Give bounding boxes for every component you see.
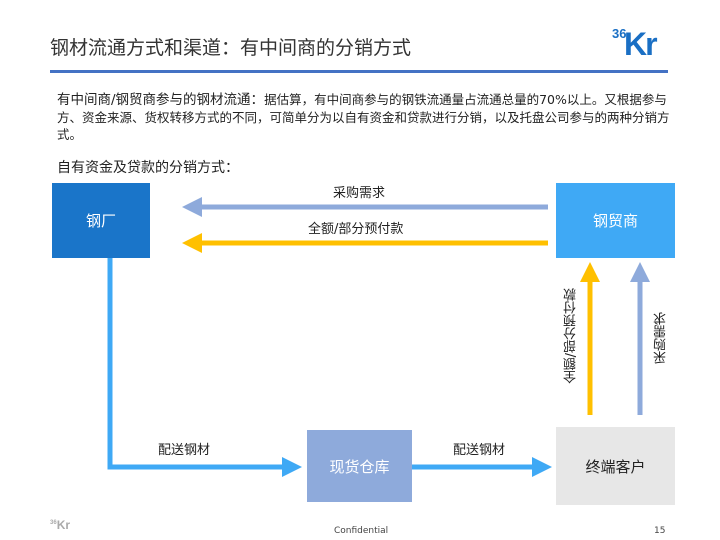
label-purchase-demand-top: 采购需求 (333, 186, 386, 201)
label-prepayment-vertical: 全额/部分预付款 (564, 288, 579, 384)
title-divider (50, 70, 668, 73)
node-end-customer: 终端客户 (556, 427, 675, 505)
node-steel-mill: 钢厂 (52, 183, 150, 258)
label-prepayment-top: 全额/部分预付款 (308, 222, 404, 237)
footer-confidential: Confidential (334, 526, 389, 536)
node-warehouse: 现货仓库 (307, 430, 412, 502)
section-subheading: 自有资金及贷款的分销方式： (57, 160, 239, 176)
page-title: 钢材流通方式和渠道：有中间商的分销方式 (50, 37, 412, 59)
label-purchase-demand-vertical: 采购需求 (654, 312, 669, 364)
label-delivery-right: 配送钢材 (453, 443, 506, 458)
intro-lead: 有中间商/钢贸商参与的钢材流通： (57, 92, 265, 108)
delivery-arrow-left (107, 258, 302, 477)
intro-paragraph: 有中间商/钢贸商参与的钢材流通：据估算，有中间商参与的钢铁流通量占流通总量的70… (57, 91, 687, 143)
label-delivery-left: 配送钢材 (158, 443, 211, 458)
footer-logo: 36Kr (50, 518, 71, 532)
page-number: 15 (654, 526, 666, 536)
intro-text: 据估算，有中间商参与的钢铁流通量占流通总量的70%以上。又根据参与方、资金来源、… (57, 92, 670, 142)
node-steel-trader: 钢贸商 (556, 183, 675, 258)
